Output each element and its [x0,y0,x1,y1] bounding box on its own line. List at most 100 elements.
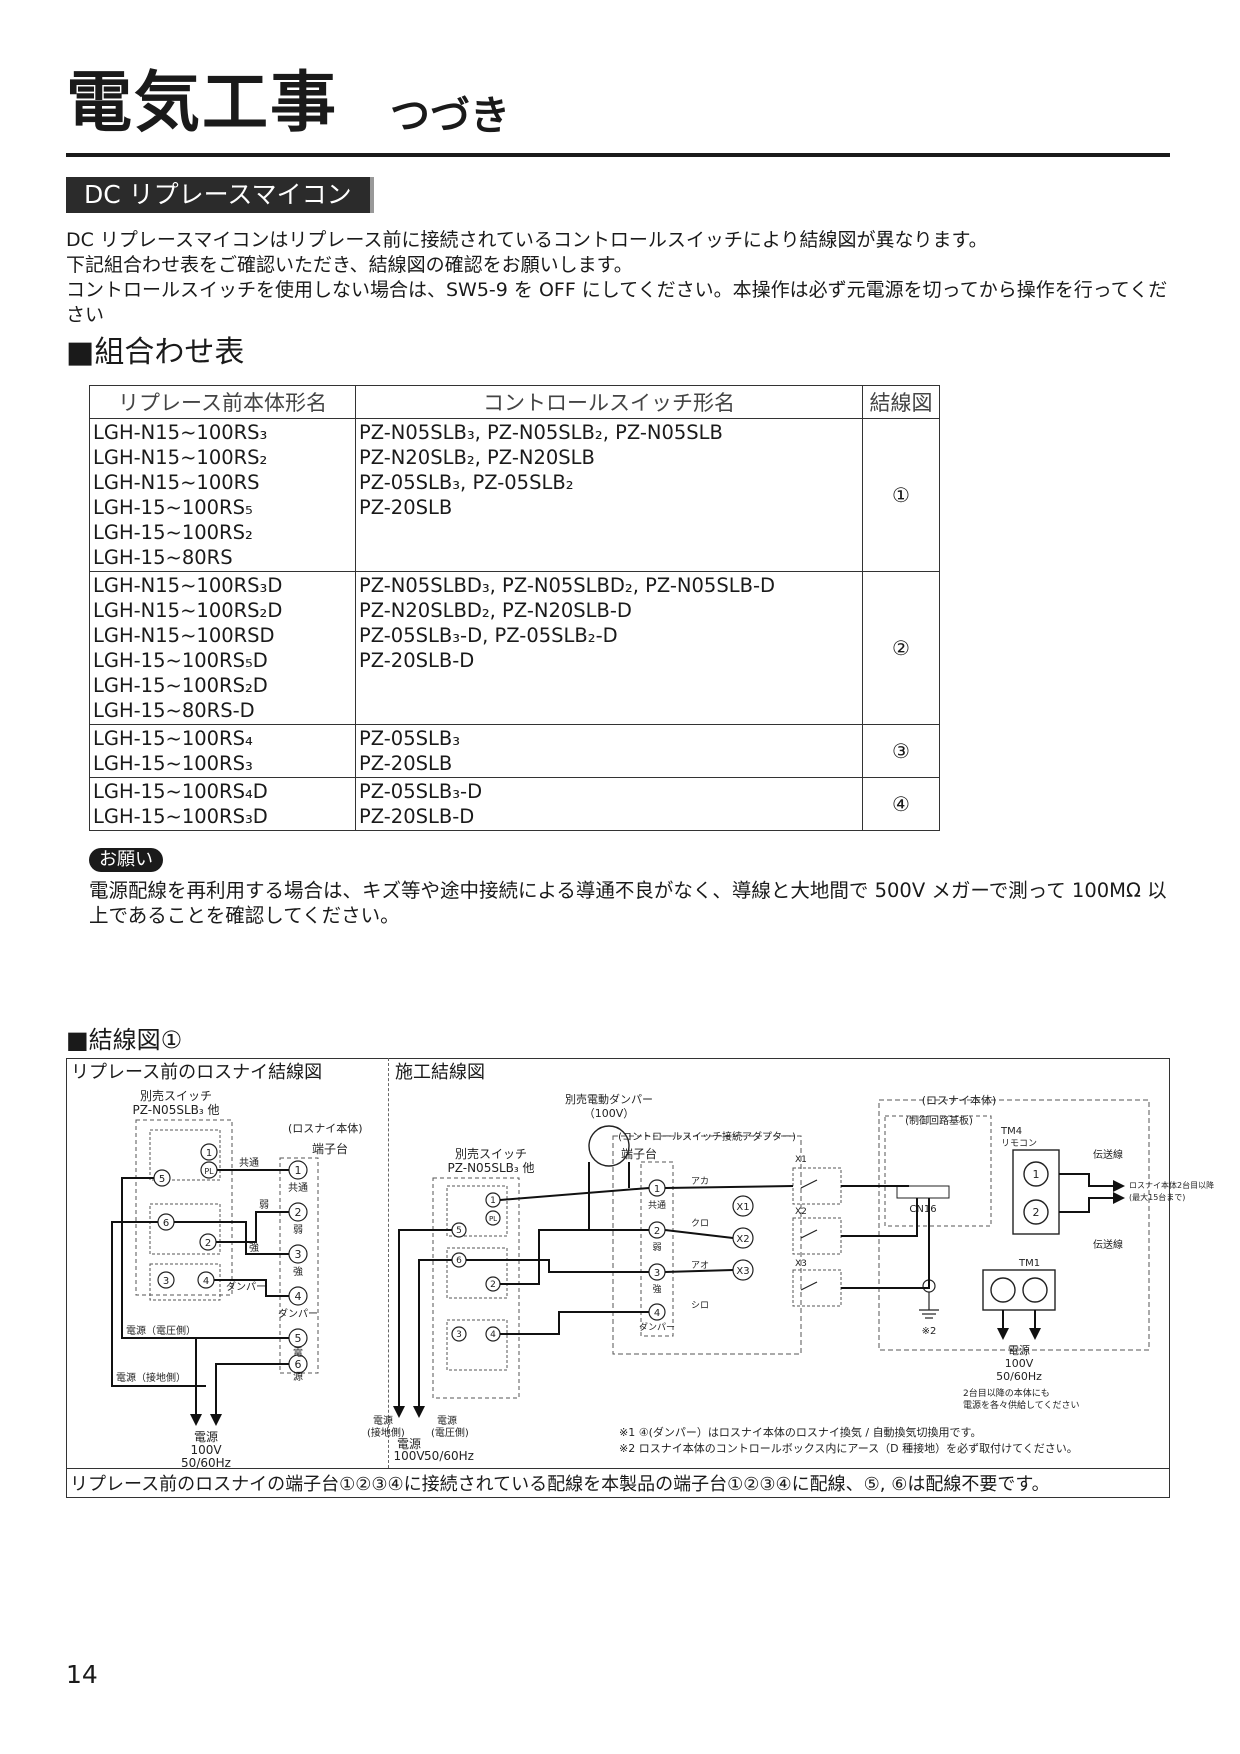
svg-text:1: 1 [206,1148,212,1159]
table-header-row: リプレース前本体形名 コントロールスイッチ形名 結線図 [89,385,940,419]
wiring-diagram-frame [66,1058,1170,1498]
terminal-name: 共通 [288,1182,308,1194]
switch-block [149,1263,221,1301]
right-wiring-diagram: 別売電動ダンパー （100V） 別売スイッチ PZ-N05SLB₃ 他 1PL5… [367,1092,1214,1463]
terminal-name: 強 [293,1265,303,1278]
terminal-name: 強 [652,1283,661,1295]
combination-table: リプレース前本体形名 コントロールスイッチ形名 結線図 LGH-N15~100R… [89,385,940,831]
column-header: リプレース前本体形名 [89,385,356,419]
terminal-name: 電 [293,1347,303,1359]
model-line: LGH-15~100RS₅ [93,496,253,519]
svg-text:4: 4 [295,1290,302,1303]
switch-housing [432,1177,520,1399]
column-header: コントロールスイッチ形名 [355,385,863,419]
relay-label: X2 [736,1234,749,1245]
model-line: LGH-15~80RS-D [93,699,255,722]
model-line: LGH-15~100RS₅D [93,649,268,672]
right-diagram-heading: 施工結線図 [395,1062,485,1083]
svg-text:5: 5 [456,1226,462,1236]
tm1-label: TM1 [1018,1258,1040,1269]
svg-text:3: 3 [163,1276,169,1287]
model-line: LGH-N15~100RS₃D [93,574,283,597]
svg-text:5: 5 [159,1174,165,1185]
diag-cell: ② [862,571,940,725]
wire-label: 弱 [259,1199,269,1211]
svg-text:PL: PL [489,1215,497,1223]
switch-line: PZ-N20SLB₂, PZ-N20SLB [359,446,595,469]
switch-line: PZ-N05SLB₃, PZ-N05SLB₂, PZ-N05SLB [359,421,723,444]
svg-text:2: 2 [205,1238,211,1249]
left-wiring-diagram: 別売スイッチ PZ-N05SLB₃ 他 (ロスナイ本体) 端子台 1PL 56 … [111,1088,363,1470]
model-line: LGH-N15~100RS₂ [93,446,268,469]
column-header: 結線図 [862,385,940,419]
damper-icon [588,1125,630,1167]
svg-text:4: 4 [203,1276,209,1287]
switch-housing [135,1119,233,1296]
contact-label: X3 [795,1259,807,1269]
switch-line: PZ-20SLB [359,752,453,775]
svg-text:4: 4 [490,1330,496,1340]
model-line: LGH-N15~100RS₂D [93,599,283,622]
wiring-footer-note: リプレース前のロスナイの端子台①②③④に接続されている配線を本製品の端子台①②③… [70,1474,1050,1495]
page-number: 14 [66,1660,98,1689]
transmission-note: ロスナイ本体2台目以降 [1129,1180,1214,1190]
unit-box [878,1099,1150,1351]
svg-text:2: 2 [654,1226,660,1237]
note: ※2 ロスナイ本体のコントロールボックス内にアース（D 種接地）を必ず取付けてく… [619,1441,1078,1455]
model-line: LGH-15~100RS₄ [93,727,253,750]
switch-label: 別売スイッチ [140,1088,212,1103]
wires [111,1169,289,1418]
wire-label: 電源（接地側） [116,1371,186,1384]
svg-text:1: 1 [654,1184,660,1195]
transmission-note: (最大15台まで) [1129,1192,1185,1202]
intro-line: DC リプレースマイコンはリプレース前に接続されているコントロールスイッチにより… [66,229,988,251]
svg-text:1: 1 [295,1164,302,1177]
wire-label: 電源（電圧側） [126,1324,196,1337]
supply-note: 電源を各々供給してください [963,1399,1079,1411]
switch-line: PZ-05SLB₃ [359,727,461,750]
tm4-label: TM4 [1000,1126,1022,1137]
power-frequency: 50/60Hz [181,1456,231,1470]
switch-line: PZ-05SLB₃, PZ-05SLB₂ [359,471,574,494]
svg-text:2: 2 [1033,1206,1040,1219]
diag-cell: ④ [862,777,940,831]
svg-text:2: 2 [490,1280,496,1290]
svg-text:2: 2 [295,1206,302,1219]
damper-voltage: （100V） [584,1107,635,1120]
wire-label: 強 [249,1241,259,1254]
relay-x1 [732,1195,754,1217]
wire-label: ダンパー [226,1280,266,1293]
diag-cell: ③ [862,724,940,778]
wire-label: 共通 [239,1157,259,1169]
damper-label: 別売電動ダンパー [565,1092,653,1106]
transmission-line-label: 伝送線 [1093,1148,1123,1161]
ground-note: ※2 [922,1326,937,1337]
connector-cn16 [896,1185,950,1199]
power-label: 電源 [194,1430,218,1444]
contact-label: X1 [795,1155,807,1165]
switch-label: 別売スイッチ [455,1146,527,1161]
power-frequency: 50/60Hz [996,1370,1042,1383]
wires [398,1162,930,1408]
svg-text:6: 6 [163,1218,169,1229]
svg-text:3: 3 [654,1268,660,1279]
switch-line: PZ-05SLB₃-D [359,780,483,803]
svg-text:1: 1 [1033,1168,1040,1181]
intro-line: 下記組合わせ表をご確認いただき、結線図の確認をお願いします。 [66,254,633,276]
adapter-label: (コントロールスイッチ接続アダプター) [618,1130,796,1143]
relay-label: X1 [736,1202,749,1213]
wire-label: 電源 [437,1414,457,1427]
power-label: 電源 [397,1437,421,1451]
note: ※1 ④(ダンパー）はロスナイ本体のロスナイ換気 / 自動換気切換用です。 [619,1425,981,1439]
model-line: LGH-15~100RS₃ [93,752,253,775]
terminal-name: 共通 [648,1200,666,1211]
wire-label: 電源 [373,1414,393,1427]
section-badge: DC リプレースマイコン [66,177,374,213]
model-line: LGH-15~100RS₂D [93,674,268,697]
wiring-divider [388,1058,389,1468]
model-line: LGH-15~100RS₃D [93,805,268,828]
